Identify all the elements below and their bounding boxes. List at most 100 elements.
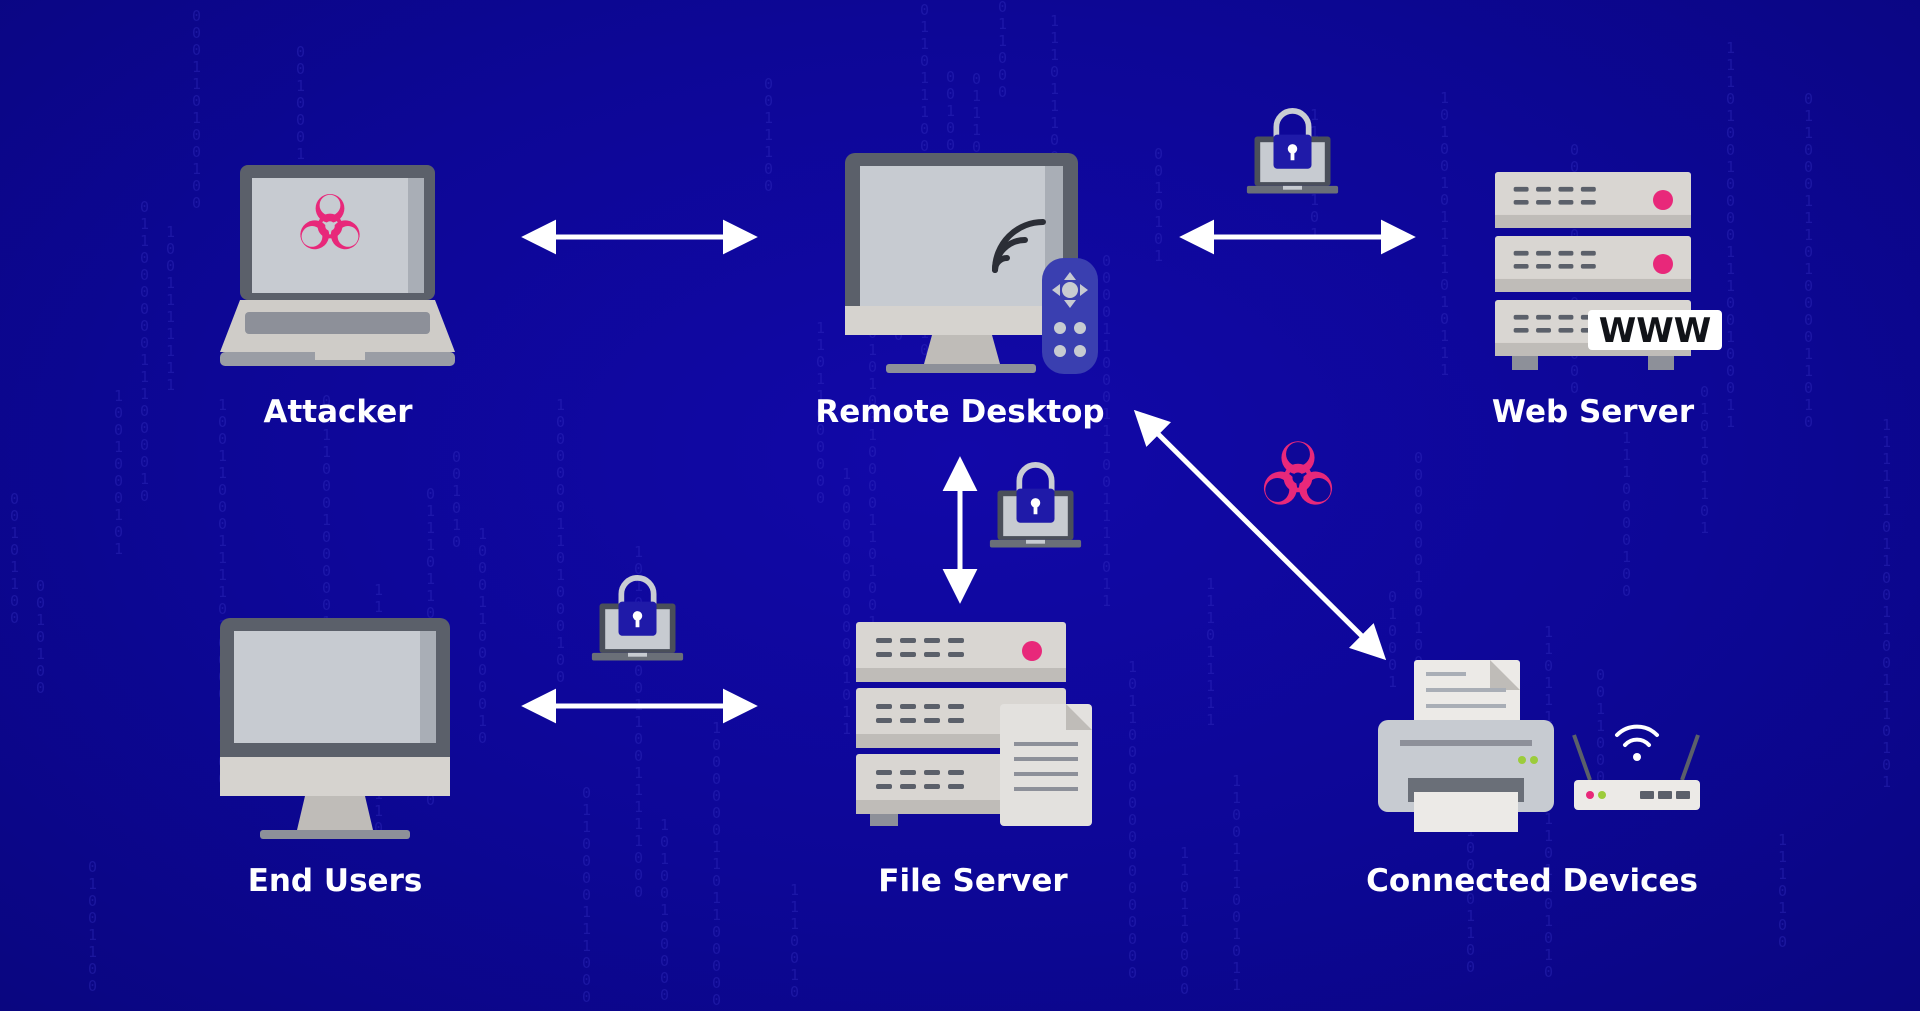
rain-glyph: 1 bbox=[1102, 524, 1111, 542]
rain-glyph: 0 bbox=[842, 482, 851, 500]
rain-glyph: 0 bbox=[192, 143, 201, 161]
rain-glyph: 0 bbox=[192, 92, 201, 110]
rain-glyph: 1 bbox=[1154, 179, 1163, 197]
rain-glyph: 0 bbox=[1622, 531, 1631, 549]
rain-glyph: 1 bbox=[1128, 658, 1137, 676]
rain-glyph: 1 bbox=[868, 511, 877, 529]
rain-glyph: 0 bbox=[1726, 90, 1735, 108]
rain-glyph: 0 bbox=[426, 604, 435, 622]
rain-glyph: 0 bbox=[660, 884, 669, 902]
rain-glyph: 0 bbox=[322, 579, 331, 597]
rain-glyph: 1 bbox=[88, 943, 97, 961]
rain-glyph: 0 bbox=[842, 550, 851, 568]
rain-glyph: 1 bbox=[192, 58, 201, 76]
rain-glyph: 1 bbox=[1102, 337, 1111, 355]
rain-glyph: 1 bbox=[1232, 772, 1241, 790]
rain-glyph: 1 bbox=[192, 109, 201, 127]
lock-laptop-icon bbox=[990, 465, 1081, 548]
rain-glyph: 0 bbox=[452, 465, 461, 483]
rain-glyph: 1 bbox=[1882, 501, 1891, 519]
rain-glyph: 0 bbox=[140, 334, 149, 352]
rain-glyph: 0 bbox=[790, 932, 799, 950]
rain-glyph: 1 bbox=[972, 87, 981, 105]
rain-glyph: 0 bbox=[296, 43, 305, 61]
rain-glyph: 0 bbox=[218, 481, 227, 499]
rain-glyph: 0 bbox=[36, 577, 45, 595]
rain-glyph: 0 bbox=[556, 549, 565, 567]
rain-glyph: 1 bbox=[1232, 925, 1241, 943]
rain-glyph: 1 bbox=[140, 470, 149, 488]
rain-glyph: 0 bbox=[920, 341, 929, 359]
rain-glyph: 0 bbox=[634, 866, 643, 884]
rain-glyph: 1 bbox=[1440, 208, 1449, 226]
rain-glyph: 0 bbox=[1128, 726, 1137, 744]
rain-glyph: 0 bbox=[1232, 891, 1241, 909]
rain-glyph: 1 bbox=[1882, 773, 1891, 791]
web-server-icon: WWW bbox=[1495, 172, 1722, 370]
rain-glyph: 1 bbox=[1102, 507, 1111, 525]
rain-glyph: 1 bbox=[1206, 592, 1215, 610]
rain-glyph: 1 bbox=[582, 903, 591, 921]
rain-glyph: 1 bbox=[1726, 73, 1735, 91]
rain-glyph: 1 bbox=[1440, 225, 1449, 243]
rain-glyph: 0 bbox=[1804, 379, 1813, 397]
rain-glyph: 1 bbox=[218, 566, 227, 584]
rain-glyph: 1 bbox=[1310, 106, 1319, 124]
rain-glyph: 0 bbox=[322, 460, 331, 478]
rain-glyph: 0 bbox=[192, 194, 201, 212]
rain-glyph: 0 bbox=[764, 92, 773, 110]
rain-glyph: 0 bbox=[1804, 311, 1813, 329]
rain-glyph: 1 bbox=[1310, 225, 1319, 243]
rain-glyph: 1 bbox=[868, 528, 877, 546]
rain-glyph: 1 bbox=[660, 901, 669, 919]
rain-glyph: 0 bbox=[1726, 345, 1735, 363]
rain-glyph: 1 bbox=[426, 536, 435, 554]
rain-glyph: 1 bbox=[634, 832, 643, 850]
rain-glyph: 1 bbox=[1440, 293, 1449, 311]
rain-glyph: 0 bbox=[1414, 585, 1423, 603]
rain-glyph: 0 bbox=[1466, 890, 1475, 908]
rain-glyph: 0 bbox=[140, 249, 149, 267]
rain-glyph: 1 bbox=[790, 966, 799, 984]
rain-glyph: 1 bbox=[920, 35, 929, 53]
rain-glyph: 1 bbox=[166, 308, 175, 326]
rain-glyph: 1 bbox=[452, 516, 461, 534]
rain-glyph: 1 bbox=[114, 387, 123, 405]
rain-glyph: 1 bbox=[1206, 575, 1215, 593]
rain-glyph: 0 bbox=[868, 443, 877, 461]
rain-glyph: 0 bbox=[998, 66, 1007, 84]
rain-glyph: 1 bbox=[1440, 242, 1449, 260]
rain-glyph: 0 bbox=[1804, 277, 1813, 295]
rain-glyph: 1 bbox=[868, 375, 877, 393]
rain-glyph: 0 bbox=[842, 652, 851, 670]
rain-glyph: 1 bbox=[868, 426, 877, 444]
rain-glyph: 0 bbox=[478, 729, 487, 747]
rain-glyph: 1 bbox=[660, 850, 669, 868]
rain-glyph: 0 bbox=[36, 628, 45, 646]
rain-glyph: 0 bbox=[1804, 175, 1813, 193]
rain-glyph: 1 bbox=[816, 370, 825, 388]
rain-glyph: 0 bbox=[218, 498, 227, 516]
rain-glyph: 1 bbox=[1050, 12, 1059, 30]
rain-glyph: 0 bbox=[426, 485, 435, 503]
rain-glyph: 0 bbox=[1700, 383, 1709, 401]
rain-glyph: 1 bbox=[1440, 123, 1449, 141]
rain-glyph: 0 bbox=[114, 404, 123, 422]
rain-glyph: 0 bbox=[1726, 311, 1735, 329]
rain-glyph: 0 bbox=[1778, 933, 1787, 951]
rain-glyph: 1 bbox=[1050, 46, 1059, 64]
rain-glyph: 0 bbox=[1440, 106, 1449, 124]
rain-glyph: 0 bbox=[1102, 473, 1111, 491]
rain-glyph: 1 bbox=[1466, 924, 1475, 942]
rain-glyph: 1 bbox=[1232, 789, 1241, 807]
rain-glyph: 1 bbox=[192, 75, 201, 93]
rain-glyph: 1 bbox=[1232, 840, 1241, 858]
rain-glyph: 1 bbox=[1544, 878, 1553, 896]
rain-glyph: 1 bbox=[920, 86, 929, 104]
rain-glyph: 1 bbox=[1700, 400, 1709, 418]
rain-glyph: 0 bbox=[88, 909, 97, 927]
rain-glyph: 0 bbox=[1804, 328, 1813, 346]
rain-glyph: 0 bbox=[10, 490, 19, 508]
rain-glyph: 1 bbox=[1440, 361, 1449, 379]
rain-glyph: 1 bbox=[1102, 490, 1111, 508]
